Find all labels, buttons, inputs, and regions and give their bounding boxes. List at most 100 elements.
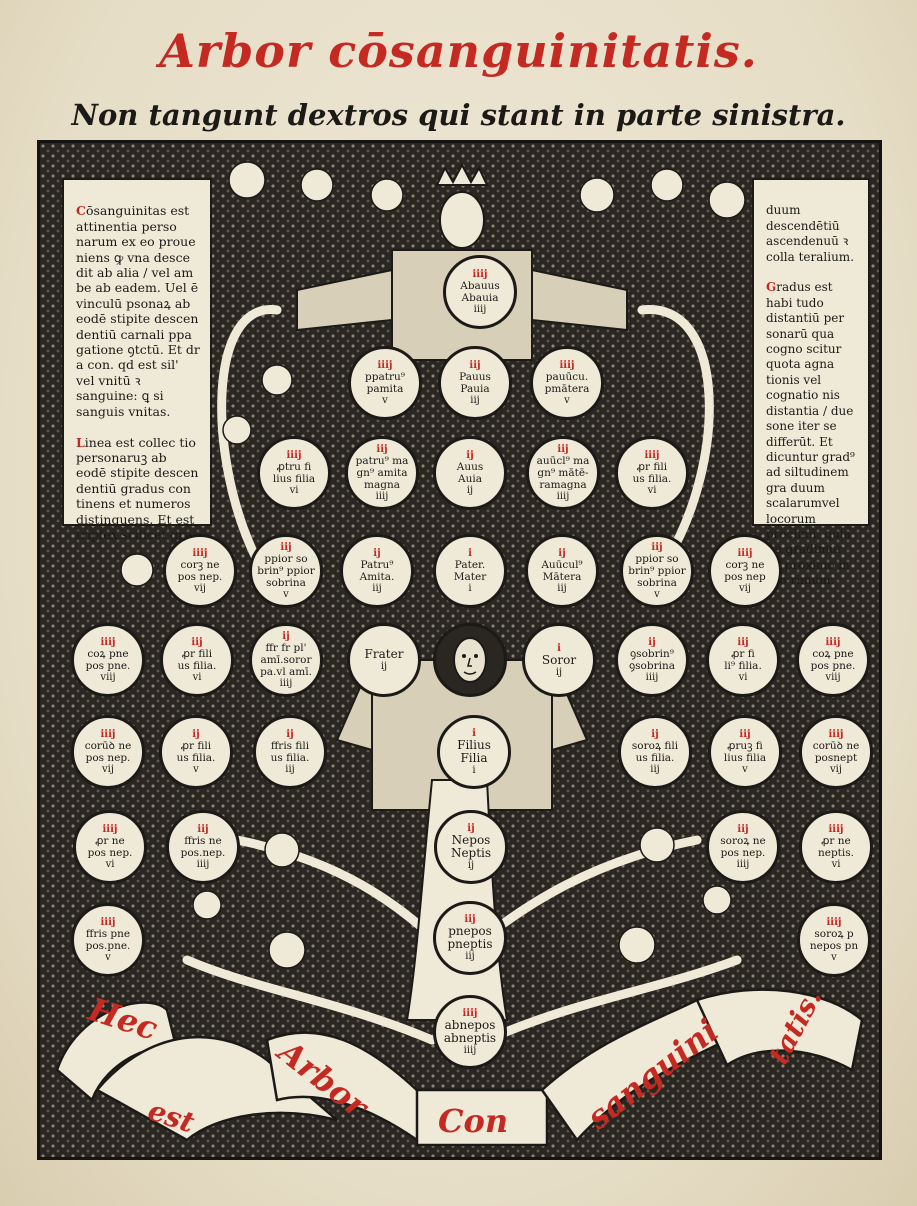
node-label: ppatru⁹ pamita (365, 371, 405, 395)
node-number: iiij (645, 672, 659, 683)
node-degree: iij (191, 637, 203, 648)
node-label: Frater (364, 647, 404, 661)
panel-left-paragraph-1: Cōsanguinitas est attinentia perso narum… (76, 203, 200, 419)
node-number: iiij (736, 859, 750, 870)
node-number: iij (372, 583, 382, 594)
node-degree: ij (648, 637, 656, 648)
node-degree: ij (286, 729, 294, 740)
node-degree: i (468, 548, 472, 559)
node-number: vi (192, 672, 202, 683)
node-degree: ij (373, 548, 381, 559)
node-label: ffr fr pl' amī.soror pa.vl amī. (260, 642, 312, 678)
node-number: vi (647, 485, 657, 496)
node-label: soroꝝ fili us filia. (631, 740, 679, 764)
node-label: ꝯsobrin⁹ ꝯsobrina (629, 648, 675, 672)
text-panel-right: duum descendētiū ascendenuū ꝛ colla tera… (752, 178, 870, 587)
page-title: Arbor cōsanguinitatis. (159, 24, 758, 78)
node-degree: iiij (192, 548, 208, 559)
node-label: Auus Auia (456, 461, 484, 485)
node-label: ffris pne pos.pne. (85, 928, 131, 952)
node-degree: iiij (377, 360, 393, 371)
node-label: ppior so brin⁹ ppior sobrina (628, 553, 686, 589)
node-number: v (193, 764, 199, 775)
node-number: iij (285, 764, 295, 775)
node-label: pnepos pneptis (447, 924, 493, 951)
node-number: vi (831, 859, 841, 870)
node-label: Auūcul⁹ Mātera (541, 559, 583, 583)
node-degree: iiij (828, 824, 844, 835)
node-degree: i (472, 728, 476, 739)
node-label: coꝝ pne pos pne. (810, 648, 856, 672)
node-number: vi (105, 859, 115, 870)
node-label: corꝫ ne pos nep (724, 559, 766, 583)
node-number: iiij (196, 859, 210, 870)
banner-word-con: Con (438, 1102, 509, 1140)
node-label: ppior so brin⁹ ppior sobrina (257, 553, 315, 589)
node-number: iiij (375, 491, 389, 502)
node-label: abnepos abneptis (443, 1018, 497, 1045)
face-icon (453, 637, 487, 683)
node-degree: iiij (826, 917, 842, 928)
node-degree: iiij (102, 824, 118, 835)
node-degree: iij (464, 914, 476, 925)
node-label: Filius Filia (457, 738, 491, 765)
node-label: pauūcu. pmātera (544, 371, 590, 395)
node-degree: iij (280, 542, 292, 553)
node-number: vij (194, 583, 206, 594)
node-number: vi (738, 672, 748, 683)
node-number: i (468, 583, 472, 594)
node-label: patru⁹ ma gn⁹ amita magna (355, 455, 409, 491)
node-degree: iij (739, 729, 751, 740)
node-number: v (742, 764, 748, 775)
node-label: Patru⁹ Amita. (359, 559, 395, 583)
node-number: iij (557, 583, 567, 594)
node-number: vi (289, 485, 299, 496)
node-degree: iij (197, 824, 209, 835)
node-label: Nepos Neptis (450, 833, 492, 860)
node-number: iij (650, 764, 660, 775)
node-label: soroꝝ p nepos pn (809, 928, 859, 952)
panel-left-paragraph-2: Linea est collec tio personaruꝫ ab eodē … (76, 434, 199, 542)
node-degree: iiij (559, 360, 575, 371)
node-number: vij (739, 583, 751, 594)
node-number: ij (467, 860, 475, 871)
node-label: soroꝝ ne pos nep. (720, 835, 766, 859)
node-degree: iiij (825, 637, 841, 648)
node-degree: iij (737, 824, 749, 835)
node-number: viij (825, 672, 841, 683)
node-degree: iiij (100, 637, 116, 648)
node-degree: iiij (828, 729, 844, 740)
node-degree: iij (469, 360, 481, 371)
node-degree: iiij (462, 1008, 478, 1019)
node-label: ꝓr fili us filia. (177, 648, 217, 672)
node-label: corꝫ ne pos nep. (177, 559, 223, 583)
node-label: ꝓr ne neptis. (817, 835, 854, 859)
node-degree: iij (376, 444, 388, 455)
node-number: iiij (556, 491, 570, 502)
node-label: ꝓr fili us filia. (632, 461, 672, 485)
